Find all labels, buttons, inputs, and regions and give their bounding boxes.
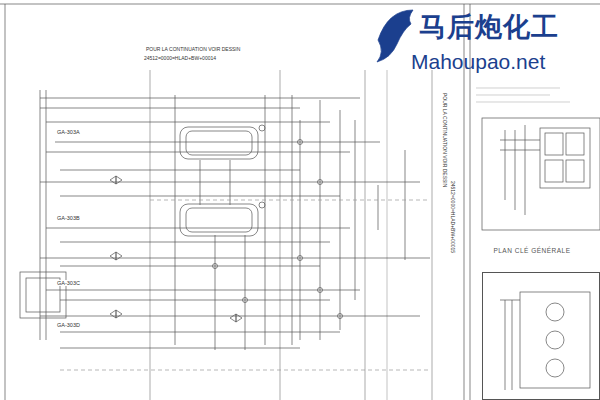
equipment-tag: GA-303C xyxy=(56,280,81,286)
drawing-number: 24512=0000=HLAD+BW+00015 xyxy=(450,180,456,254)
equipment-tag: GA-303D xyxy=(56,322,81,328)
watermark: Mahoupao.net xyxy=(410,50,546,73)
key-plan-frame: PLAN CLÉ GÉNÉRALE xyxy=(482,272,600,400)
equipment-tag: GA-303B xyxy=(56,215,81,221)
continuation-note: POUR LA CONTINUATION VOIR DESSIN xyxy=(442,92,448,188)
equipment-tag: GA-303A xyxy=(56,129,81,135)
plan-heading: PLAN CLÉ GÉNÉRALE xyxy=(492,247,571,254)
watermark: 马后炮化工 xyxy=(418,12,560,42)
continuation-note: POUR LA CONTINUATION VOIR DESSIN xyxy=(145,47,241,53)
drawing-number: 24512=0000=HLAD+BW+00014 xyxy=(143,56,217,62)
